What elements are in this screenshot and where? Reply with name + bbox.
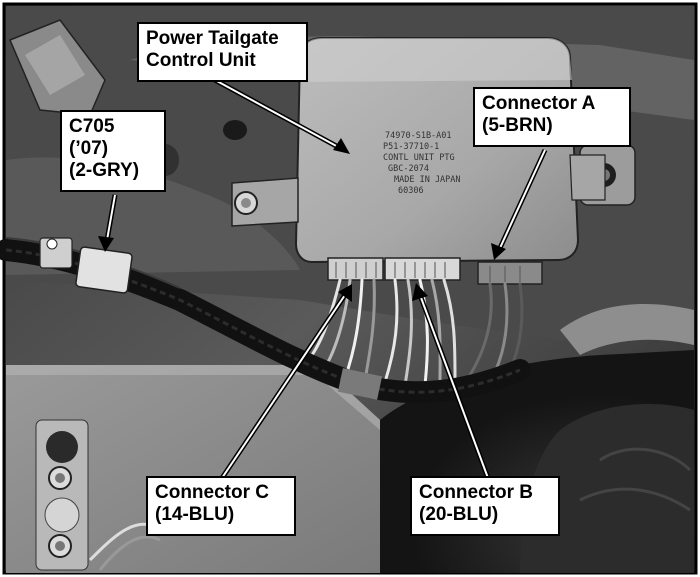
callout-c705: C705 (’07) (2-GRY) <box>60 110 166 192</box>
unit-label-line-6: 60306 <box>398 186 424 196</box>
callout-connector-a: Connector A (5-BRN) <box>473 87 631 147</box>
callout-power-tailgate: Power Tailgate Control Unit <box>137 22 308 82</box>
unit-label-line-5: MADE IN JAPAN <box>394 175 461 185</box>
unit-label-line-1: 74970-S1B-A01 <box>385 131 452 141</box>
callout-connector-c-line-1: Connector C <box>155 482 269 503</box>
leader-lines <box>98 77 548 480</box>
unit-label-line-3: CONTL UNIT PTG <box>383 153 455 163</box>
callout-c705-line-1: C705 <box>69 116 115 137</box>
callout-c705-line-2: (’07) <box>69 138 109 159</box>
lower-bracket <box>35 419 89 571</box>
unit-label-line-4: GBC-2074 <box>388 164 429 174</box>
unit-label: 74970-S1B-A01 P51-37710-1 CONTL UNIT PTG… <box>383 131 461 196</box>
c705-connector <box>75 246 133 294</box>
callout-connector-c: Connector C (14-BLU) <box>146 476 296 536</box>
callout-connector-b-line-1: Connector B <box>419 482 533 503</box>
connector-a <box>477 261 543 285</box>
callout-connector-c-line-2: (14-BLU) <box>155 504 235 525</box>
callout-power-tailgate-line-2: Control Unit <box>146 50 256 71</box>
callout-connector-b: Connector B (20-BLU) <box>410 476 560 536</box>
callout-connector-b-line-2: (20-BLU) <box>419 504 499 525</box>
callout-connector-a-line-1: Connector A <box>482 93 596 114</box>
callout-power-tailgate-line-1: Power Tailgate <box>146 28 279 49</box>
callout-c705-line-3: (2-GRY) <box>69 160 140 181</box>
connector-b <box>384 257 461 281</box>
callout-connector-a-line-2: (5-BRN) <box>482 115 553 136</box>
unit-label-line-2: P51-37710-1 <box>383 142 439 152</box>
